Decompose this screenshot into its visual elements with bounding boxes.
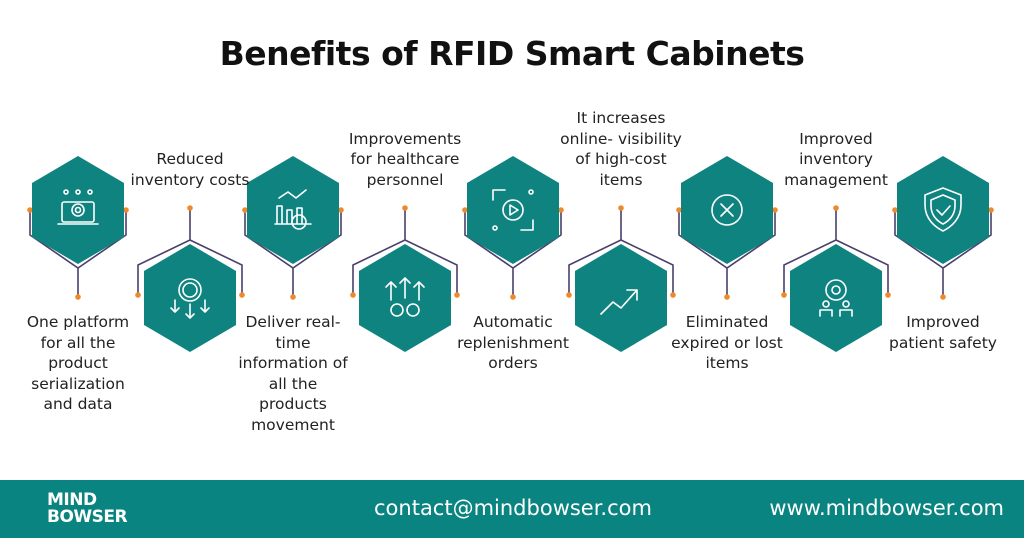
arrows-gears-icon [385,277,425,317]
mindbowser-logo: MIND BOWSER [47,490,128,527]
chart-clock-icon [274,189,312,230]
connector-dot [940,294,946,300]
logo-line1: MIND [47,490,97,510]
footer: MIND BOWSER contact@mindbowser.com www.m… [0,480,1024,538]
connector-dot [885,292,891,298]
benefits-diagram [27,156,994,352]
benefit-7 [676,156,778,300]
connector-dot [892,207,898,213]
connector-dot [988,207,994,213]
hexagon [32,156,124,264]
benefit-label: Eliminated expired or lost items [671,313,783,372]
connector-line [244,210,342,297]
laptop-gear-icon [57,189,99,225]
benefit-2 [135,205,245,352]
connector-dot [338,207,344,213]
logo-line2: BOWSER [47,507,128,527]
connector-line [894,210,992,297]
connector-dot [676,207,682,213]
connector-line [29,210,127,297]
hexagon [144,244,236,352]
connector-line [678,210,776,297]
shield-check-icon [924,187,962,232]
connector-dot [135,292,141,298]
benefit-label: Deliver real-time information of all the… [238,313,348,434]
connector-dot [402,205,408,211]
connector-dot [123,207,129,213]
x-circle-icon [711,194,743,226]
hexagon [575,244,667,352]
benefit-label: One platform for all the product seriali… [26,313,130,413]
connector-dot [670,292,676,298]
connector-dot [781,292,787,298]
connector-line [137,208,243,295]
connector-dot [510,294,516,300]
contact-email-link[interactable]: contact@mindbowser.com [374,496,652,520]
benefit-8 [781,205,891,352]
dollar-down-arrows-icon [170,278,210,319]
connector-dot [833,205,839,211]
benefit-4 [350,205,460,352]
connector-dot [290,294,296,300]
connector-dot [566,292,572,298]
hexagon [247,156,339,264]
connector-line [568,208,674,295]
connector-line [464,210,562,297]
connector-dot [239,292,245,298]
connector-dot [772,207,778,213]
connector-dot [454,292,460,298]
connector-dot [187,205,193,211]
trend-up-arrow-icon [600,289,638,315]
process-cycle-icon [492,189,534,231]
connector-line [783,208,889,295]
benefit-label: Automatic replenishment orders [457,313,569,372]
benefit-label: It increases online- visibility of high-… [560,109,682,189]
benefit-1 [27,156,129,300]
connector-dot [242,207,248,213]
hexagon [790,244,882,352]
benefit-3 [242,156,344,300]
team-gear-icon [819,279,853,317]
page-title: Benefits of RFID Smart Cabinets [219,34,805,73]
connector-line [352,208,458,295]
benefit-label: Improvements for healthcare personnel [348,129,462,189]
hexagon [897,156,989,264]
benefit-label: Improved inventory management [784,129,888,189]
connector-dot [558,207,564,213]
connector-dot [350,292,356,298]
benefit-label: Improved patient safety [889,313,997,352]
hexagon [467,156,559,264]
connector-dot [618,205,624,211]
benefit-9 [892,156,994,300]
website-link[interactable]: www.mindbowser.com [769,496,1004,520]
connector-dot [75,294,81,300]
connector-dot [462,207,468,213]
benefit-5 [462,156,564,300]
benefit-6 [566,205,676,352]
connector-dot [724,294,730,300]
connector-dot [27,207,33,213]
benefit-label: Reduced inventory costs [130,150,250,189]
